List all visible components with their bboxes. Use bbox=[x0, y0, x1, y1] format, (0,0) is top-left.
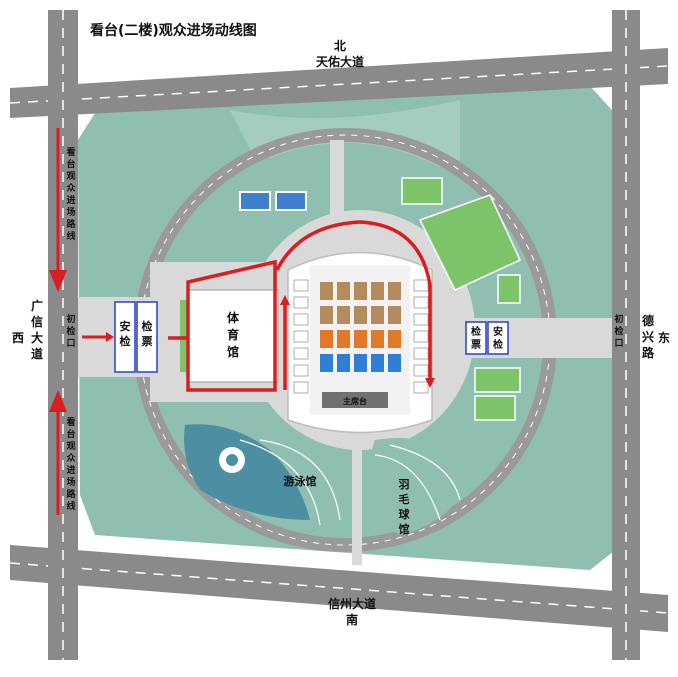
side-stand bbox=[293, 381, 309, 394]
stage-block bbox=[322, 392, 388, 408]
gymnasium-building bbox=[187, 289, 279, 383]
seat-block bbox=[354, 306, 367, 324]
ticket-box-west bbox=[136, 301, 158, 373]
seat-block bbox=[337, 282, 350, 300]
seat-block bbox=[388, 282, 401, 300]
seat-block bbox=[320, 330, 333, 348]
natatorium-label: 游泳馆 bbox=[284, 474, 317, 488]
route-label-west-top: 看台观众进场路线 bbox=[66, 146, 76, 242]
seat-block bbox=[371, 306, 384, 324]
entry-point-west: 初检口 bbox=[66, 313, 75, 349]
side-stand bbox=[413, 279, 429, 292]
seat-block bbox=[354, 354, 367, 372]
side-stand bbox=[413, 296, 429, 309]
side-stand bbox=[293, 313, 309, 326]
road-label-north: 天佑大道 bbox=[316, 54, 364, 69]
seat-block bbox=[337, 354, 350, 372]
compass-east: 东 bbox=[658, 330, 670, 345]
badminton-label-1: 羽毛球馆 bbox=[399, 478, 411, 536]
seat-block bbox=[371, 282, 384, 300]
side-stand bbox=[413, 347, 429, 360]
seat-block bbox=[337, 306, 350, 324]
security-label-east: 安检 bbox=[493, 325, 503, 351]
seat-blocks bbox=[293, 279, 429, 394]
side-stand bbox=[413, 381, 429, 394]
entry-point-east: 初检口 bbox=[614, 313, 623, 349]
seat-block bbox=[354, 282, 367, 300]
side-stand bbox=[413, 364, 429, 377]
stadium: 主席台 bbox=[287, 251, 433, 434]
side-stand bbox=[293, 364, 309, 377]
seat-block bbox=[388, 354, 401, 372]
seat-block bbox=[320, 354, 333, 372]
seat-block bbox=[320, 282, 333, 300]
route-arrow-east bbox=[425, 378, 435, 388]
seat-block bbox=[371, 330, 384, 348]
compass-west: 西 bbox=[12, 331, 24, 345]
gymnasium-label: 体育馆 bbox=[227, 310, 240, 359]
route-arrow-up bbox=[280, 295, 290, 305]
seat-block bbox=[320, 306, 333, 324]
stage-label: 主席台 bbox=[343, 396, 367, 406]
side-stand bbox=[293, 296, 309, 309]
side-stand bbox=[293, 279, 309, 292]
side-stand bbox=[293, 347, 309, 360]
football-fields bbox=[401, 177, 521, 421]
ticket-label-east: 检票 bbox=[471, 325, 481, 351]
road-label-south: 信州大道 bbox=[328, 596, 376, 611]
seat-block bbox=[388, 306, 401, 324]
security-label-west: 安检 bbox=[120, 319, 131, 348]
seat-block bbox=[371, 354, 384, 372]
map-title: 看台(二楼)观众进场动线图 bbox=[89, 22, 257, 39]
side-stand bbox=[413, 330, 429, 343]
ticket-label-west: 检票 bbox=[142, 319, 153, 348]
security-box-east bbox=[487, 321, 509, 355]
route-line bbox=[168, 259, 277, 392]
seat-block bbox=[388, 330, 401, 348]
side-stand bbox=[293, 330, 309, 343]
route-label-west-bottom: 看台观众进场路线 bbox=[66, 416, 76, 512]
tennis-courts bbox=[239, 191, 307, 211]
side-stand bbox=[413, 313, 429, 326]
road-label-west: 广信大道 bbox=[31, 298, 43, 361]
route-arc bbox=[275, 220, 432, 380]
pool-area bbox=[184, 424, 310, 520]
compass-north: 北 bbox=[334, 38, 346, 53]
seat-block bbox=[354, 330, 367, 348]
security-box-west bbox=[114, 301, 136, 373]
compass-south: 南 bbox=[346, 612, 358, 627]
badminton-area bbox=[365, 438, 470, 535]
road-label-east: 德兴路 bbox=[642, 313, 655, 360]
road-north bbox=[10, 48, 668, 118]
seat-block bbox=[337, 330, 350, 348]
ticket-box-east bbox=[465, 321, 487, 355]
